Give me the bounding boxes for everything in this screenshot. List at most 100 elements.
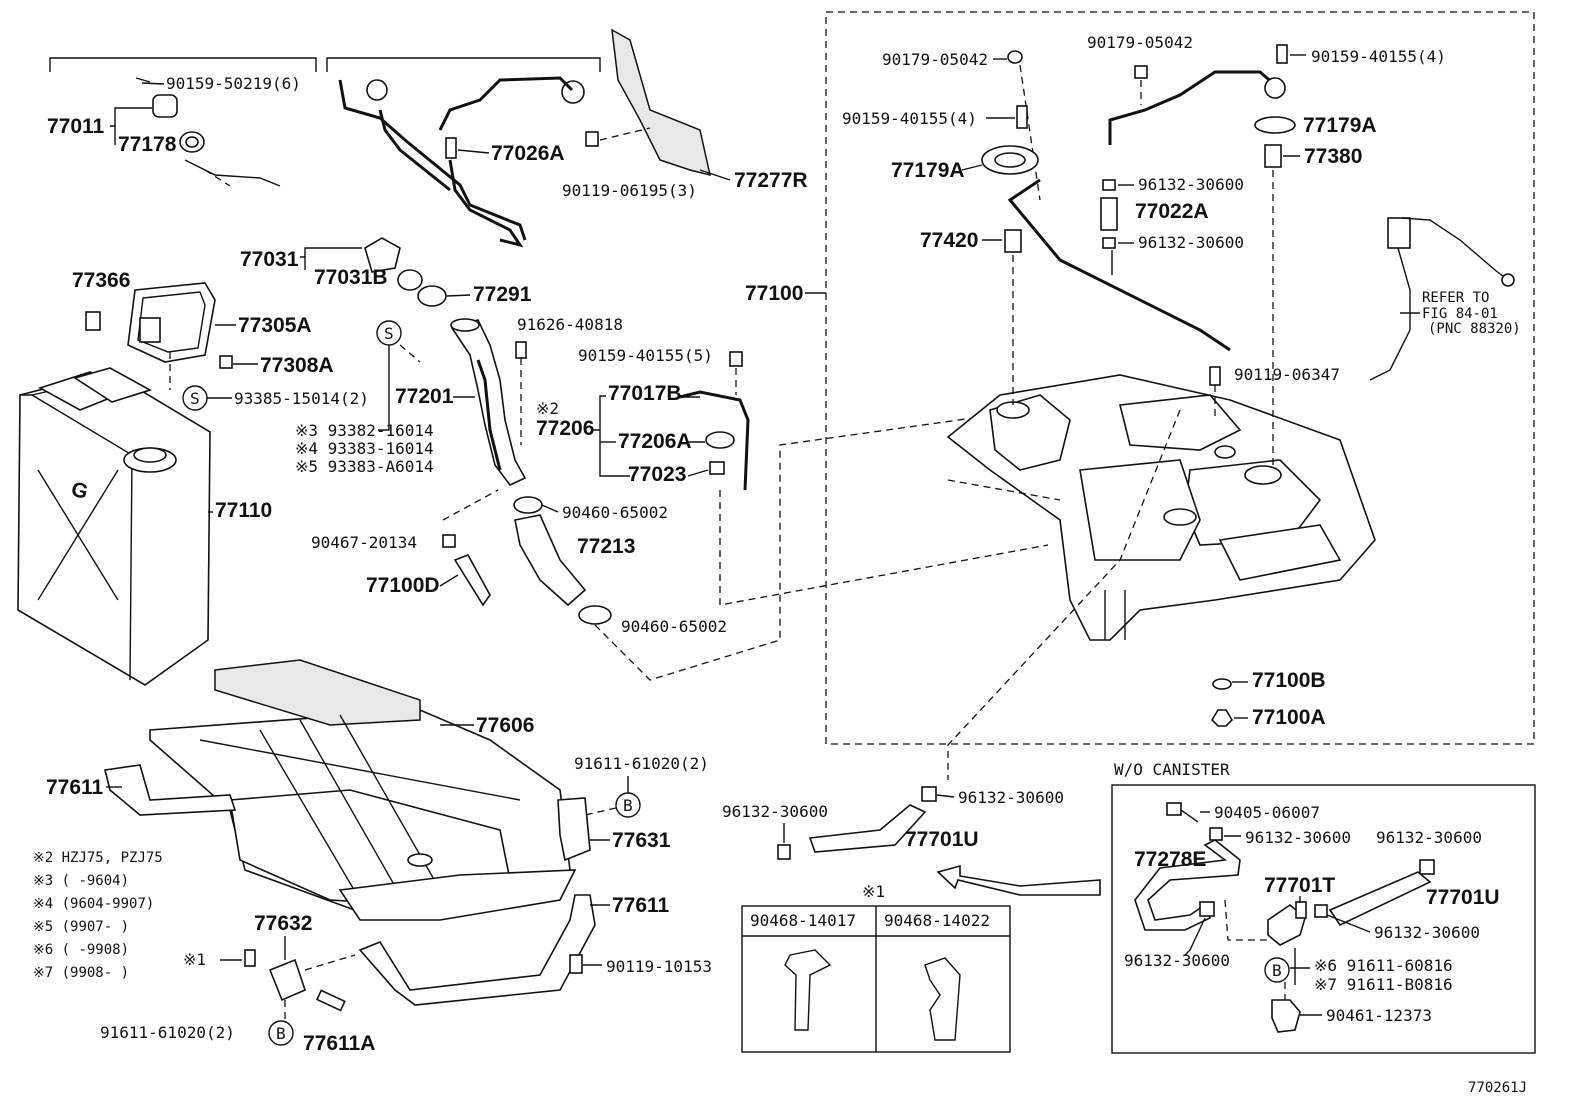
fitting-90405-06007[interactable] <box>1166 802 1182 816</box>
part-label-90179-05042-a: 90179-05042 <box>882 50 988 69</box>
part-label-77606: 77606 <box>476 714 534 737</box>
part-label-93383-A6014: ※5 93383-A6014 <box>295 457 434 476</box>
part-label-77611-left: 77611 <box>46 776 104 799</box>
part-label-91611-61020-bot: 91611-61020(2) <box>100 1023 235 1042</box>
part-label-96132-30600-h: 96132-30600 <box>1124 951 1230 970</box>
skid-plate-77606[interactable] <box>149 659 577 921</box>
part-label-77305A: 77305A <box>238 314 312 337</box>
part-label-77380: 77380 <box>1304 145 1362 168</box>
cap-77420[interactable] <box>1004 229 1022 253</box>
bolt-90119-06195[interactable] <box>585 127 651 147</box>
note-line: ※7 (9908- ) <box>33 965 129 981</box>
fuel-sender-wire[interactable] <box>1369 217 1515 381</box>
part-label-91626-40818: 91626-40818 <box>517 315 623 334</box>
bracket-77632[interactable] <box>268 958 306 1002</box>
filler-housing-77011[interactable] <box>135 77 281 187</box>
clamp-96132-30600-d[interactable] <box>921 786 937 802</box>
plug-77100B[interactable] <box>1212 678 1232 690</box>
bolt-90159-40155-4a[interactable] <box>1016 105 1028 129</box>
part-label-77026A: 77026A <box>491 142 565 165</box>
bolt-90159-40155-5[interactable] <box>729 351 743 367</box>
check-valve-77701T[interactable] <box>1267 901 1328 946</box>
hose-77213[interactable] <box>514 514 587 607</box>
strap-77611-right[interactable] <box>358 894 596 1006</box>
part-label-77308A: 77308A <box>260 354 334 377</box>
shield-77277R[interactable] <box>611 28 731 181</box>
clamp-96132-30600-c[interactable] <box>777 844 791 860</box>
breather-pipe-77206[interactable] <box>679 390 750 491</box>
fuel-tank-77100[interactable] <box>946 374 1376 641</box>
filler-pipe-77201[interactable] <box>450 318 527 486</box>
hose-77701U-b[interactable] <box>1328 871 1432 927</box>
grommet-77031B[interactable] <box>397 269 423 291</box>
bolt-91626-40818[interactable] <box>515 341 527 359</box>
part-label-77366: 77366 <box>72 269 130 292</box>
clamp-96132-30600-a[interactable] <box>1102 179 1116 191</box>
bolt-90159-40155-4b[interactable] <box>1276 44 1288 64</box>
clamp-96132-30600-f[interactable] <box>1419 859 1435 875</box>
part-label-77206A: 77206A <box>618 430 692 453</box>
part-label-90159-40155-4b: 90159-40155(4) <box>1311 47 1446 66</box>
part-label-93382-16014: ※3 93382-16014 <box>295 421 434 440</box>
vent-pipe[interactable] <box>1007 70 1286 352</box>
sender-gasket-77179A-b[interactable] <box>1254 116 1296 134</box>
part-label-77178: 77178 <box>118 133 177 156</box>
hose-77022A[interactable] <box>1100 197 1118 231</box>
part-label-77701U-b: 77701U <box>1426 886 1500 909</box>
part-label-77110: 77110 <box>215 499 272 522</box>
part-label-90119-06347: 90119-06347 <box>1234 365 1340 384</box>
breather-tube-77026A[interactable] <box>338 76 585 248</box>
note-line: ※2 HZJ75, PZJ75 <box>33 850 163 866</box>
s-mark-upper: S <box>376 320 402 346</box>
clamp-90460-65002-b[interactable] <box>578 605 612 625</box>
clip-77308A[interactable] <box>219 355 233 369</box>
part-label-77701U-a: 77701U <box>905 828 979 851</box>
hose-77701U-a[interactable] <box>808 804 927 853</box>
clip-ref1[interactable] <box>244 949 256 967</box>
diagram-id: 770261J <box>1468 1080 1527 1096</box>
part-label-90159-40155-5: 90159-40155(5) <box>578 346 713 365</box>
bracket-77631[interactable] <box>557 797 591 862</box>
part-label-77022A: 77022A <box>1135 200 1209 223</box>
clamp-96132-30600-b[interactable] <box>1102 237 1116 249</box>
svg-text:B: B <box>623 796 633 815</box>
plug-77100A[interactable] <box>1210 709 1234 727</box>
gasket-77291[interactable] <box>417 285 447 307</box>
sender-gasket-77179A-a[interactable] <box>981 145 1039 175</box>
part-label-96132-30600-a: 96132-30600 <box>1138 175 1244 194</box>
part-label-77023: 77023 <box>628 463 686 486</box>
clamp-96132-30600-h[interactable] <box>1199 901 1215 917</box>
strap-77611-left[interactable] <box>104 764 237 816</box>
svg-text:S: S <box>190 389 200 408</box>
clamp-96132-30600-e[interactable] <box>1209 827 1223 841</box>
tank-assembly-box <box>825 11 1535 745</box>
nut-90179-05042-a[interactable] <box>1007 50 1023 64</box>
bolt-90119-10153[interactable] <box>569 954 583 974</box>
part-label-90460-65002-a: 90460-65002 <box>562 503 668 522</box>
part-label-90159-50219: 90159-50219(6) <box>166 74 301 93</box>
jerry-can-77110[interactable]: G <box>17 367 211 686</box>
gasket-77031[interactable] <box>364 237 401 273</box>
svg-text:B: B <box>276 1024 286 1043</box>
clip-90467-20134[interactable] <box>442 534 456 548</box>
bolt-77611A[interactable] <box>315 989 346 1012</box>
part-label-77201: 77201 <box>395 385 454 408</box>
part-label-77611A: 77611A <box>303 1032 375 1055</box>
hose-77100D[interactable] <box>453 554 491 607</box>
clamp-90460-65002-a[interactable] <box>513 496 543 514</box>
s-mark-lower: S <box>182 385 208 411</box>
clamp-90461-12373[interactable] <box>1271 999 1301 1033</box>
bolt-90119-06347[interactable] <box>1209 366 1221 386</box>
cover-77305A[interactable] <box>127 282 216 363</box>
note-line: ※6 ( -9908) <box>33 942 129 958</box>
bracket-77366[interactable] <box>85 311 101 331</box>
cap-77380[interactable] <box>1264 144 1282 168</box>
part-label-77213: 77213 <box>577 535 635 558</box>
part-label-90405-06007: 90405-06007 <box>1214 803 1320 822</box>
part-label-77100A: 77100A <box>1252 706 1326 729</box>
clip-table-col2: 90468-14022 <box>884 911 990 930</box>
part-label-77100: 77100 <box>745 282 803 305</box>
part-label-77031: 77031 <box>240 248 299 271</box>
nut-90179-05042-b[interactable] <box>1134 65 1148 79</box>
note-line: ※4 (9604-9907) <box>33 896 154 912</box>
